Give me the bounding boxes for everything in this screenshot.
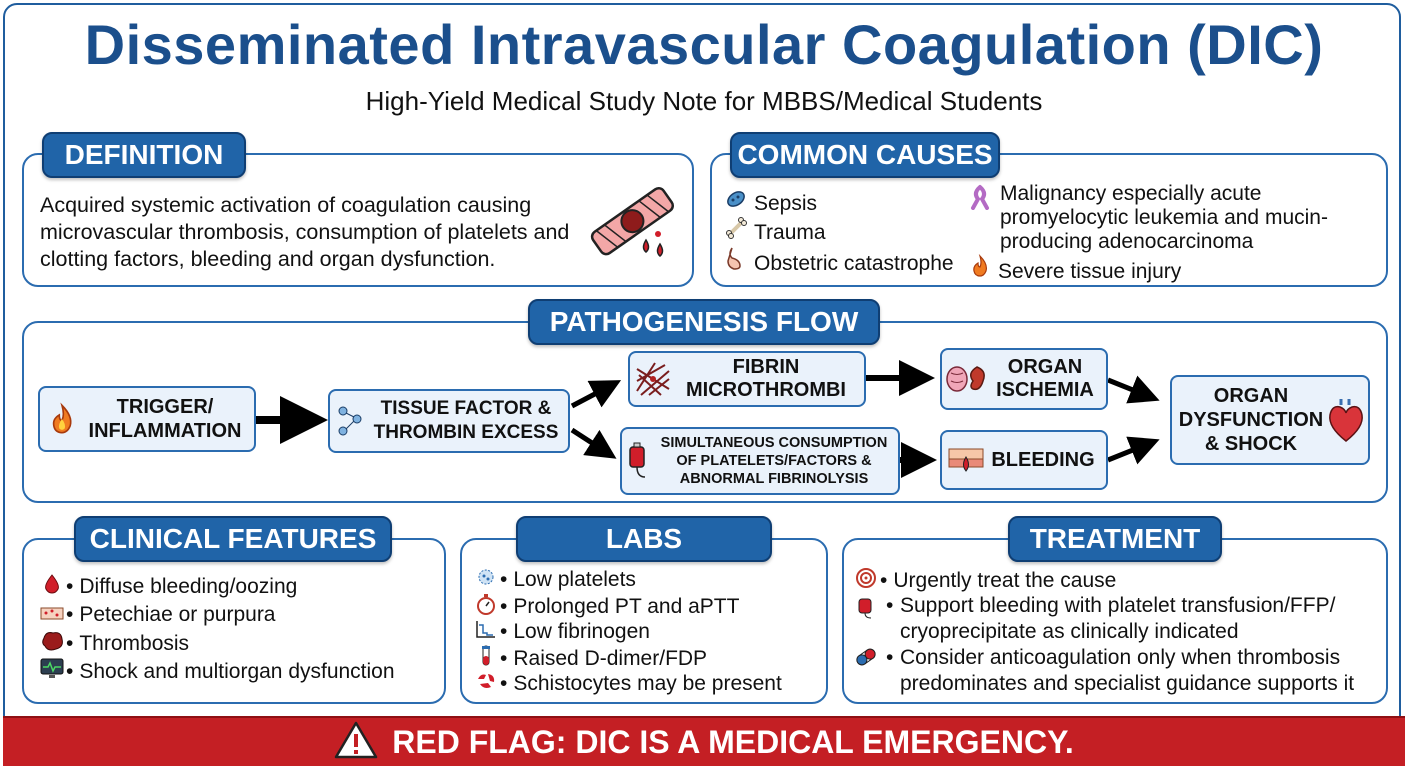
brain-kidney-icon: [942, 361, 992, 397]
treatment-item-anticoag: • Consider anticoagulation only when thr…: [852, 645, 1380, 697]
causes-heading: COMMON CAUSES: [730, 132, 1000, 178]
page-title: Disseminated Intravascular Coagulation (…: [84, 13, 1324, 76]
treatment-item-support: • Support bleeding with platelet transfu…: [852, 593, 1372, 645]
cause-obstetric: Obstetric catastrophe: [724, 246, 954, 277]
monitor-icon: [38, 658, 66, 687]
page-subtitle: High-Yield Medical Study Note for MBBS/M…: [365, 86, 1043, 116]
pregnancy-icon: [724, 246, 748, 277]
cause-trauma: Trauma: [724, 217, 826, 246]
arrow-tf-to-consumption: [570, 427, 617, 459]
red-flag-text: RED FLAG: DIC IS A MEDICAL EMERGENCY.: [392, 723, 1074, 760]
skin-rash-icon: [38, 602, 66, 628]
labs-item-fibrinogen: •Low fibrinogen: [472, 619, 650, 646]
pathogenesis-heading: PATHOGENESIS FLOW: [528, 299, 880, 345]
bacteria-icon: [724, 188, 748, 217]
fire-icon: [968, 253, 992, 285]
flow-step-consumption: SIMULTANEOUS CONSUMPTION OF PLATELETS/FA…: [620, 427, 900, 495]
blood-bag-icon: [852, 595, 880, 626]
flow-step-fibrin: FIBRIN MICROTHROMBI: [628, 351, 866, 407]
heart-icon: [1324, 397, 1368, 443]
stopwatch-icon: [472, 593, 500, 622]
fire-icon: [40, 399, 84, 439]
pill-icon: [852, 647, 880, 674]
treatment-heading: TREATMENT: [1008, 516, 1222, 562]
clinical-item-thrombosis: •Thrombosis: [38, 630, 189, 659]
graph-icon: [472, 619, 500, 646]
labs-item-pt-aptt: •Prolonged PT and aPTT: [472, 593, 739, 622]
platelet-icon: [472, 567, 500, 594]
definition-heading: DEFINITION: [42, 132, 246, 178]
definition-panel: [22, 153, 694, 287]
arrow-bleeding-to-dysfunction: [1107, 436, 1160, 465]
bone-icon: [724, 217, 748, 246]
cause-tissue-injury: Severe tissue injury: [968, 253, 1181, 285]
labs-item-platelets: •Low platelets: [472, 567, 636, 594]
clinical-item-shock: •Shock and multiorgan dysfunction: [38, 658, 395, 687]
red-cell-icon: [472, 671, 500, 698]
red-flag-banner: RED FLAG: DIC IS A MEDICAL EMERGENCY.: [3, 716, 1405, 766]
blood-vessel-clot-icon: [588, 182, 678, 262]
arrow-ischemia-to-dysfunction: [1107, 375, 1160, 404]
blood-drop-icon: [38, 574, 66, 601]
flow-step-tissue-factor: TISSUE FACTOR & THROMBIN EXCESS: [328, 389, 570, 453]
skin-bleeding-icon: [942, 445, 990, 475]
treatment-panel: [842, 538, 1388, 704]
clot-icon: [38, 630, 66, 659]
labs-item-ddimer: •Raised D-dimer/FDP: [472, 645, 707, 674]
target-icon: [852, 567, 880, 596]
clinical-item-bleeding: •Diffuse bleeding/oozing: [38, 574, 297, 601]
cause-malignancy: Malignancy especially acute promyelocyti…: [968, 182, 1348, 254]
clinical-panel: [22, 538, 446, 704]
treatment-item-cause: •Urgently treat the cause: [852, 567, 1116, 596]
flow-step-ischemia: ORGAN ISCHEMIA: [940, 348, 1108, 410]
flow-step-bleeding: BLEEDING: [940, 430, 1108, 490]
flow-step-dysfunction: ORGAN DYSFUNCTION & SHOCK: [1170, 375, 1370, 465]
warning-icon: [334, 720, 378, 765]
cause-sepsis: Sepsis: [724, 188, 817, 217]
network-icon: [330, 405, 370, 437]
clinical-item-petechiae: •Petechiae or purpura: [38, 602, 276, 628]
labs-heading: LABS: [516, 516, 772, 562]
blood-bag-icon: [622, 441, 656, 481]
definition-text: Acquired systemic activation of coagulat…: [40, 193, 570, 271]
fibrin-mesh-icon: [630, 361, 676, 397]
flow-step-trigger: TRIGGER/ INFLAMMATION: [38, 386, 256, 452]
test-tube-icon: [472, 645, 500, 674]
clinical-heading: CLINICAL FEATURES: [74, 516, 392, 562]
arrow-tf-to-fibrin: [570, 380, 622, 409]
labs-item-schistocytes: •Schistocytes may be present: [472, 671, 782, 698]
cancer-ribbon-icon: [968, 184, 992, 217]
